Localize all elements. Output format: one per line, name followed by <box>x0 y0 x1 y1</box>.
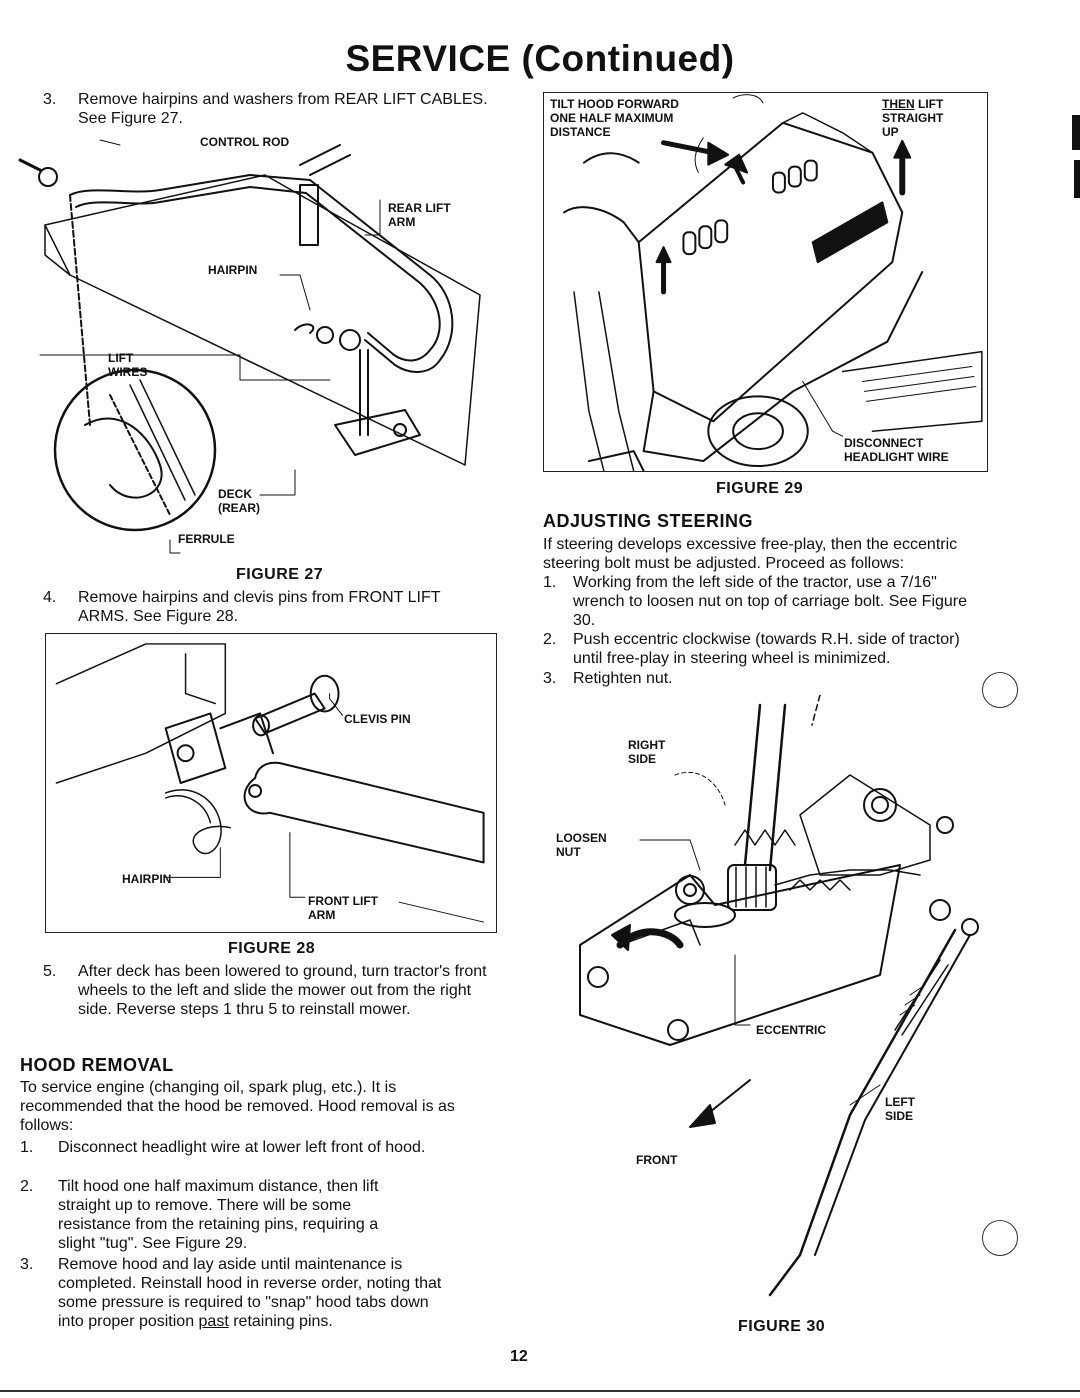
hood-removal-intro: To service engine (changing oil, spark p… <box>20 1079 455 1134</box>
figure-28-box: CLEVIS PIN HAIRPIN FRONT LIFT ARM <box>45 633 497 933</box>
scan-edge-mark <box>1074 160 1080 198</box>
page-number: 12 <box>510 1348 528 1365</box>
step-text: Remove hood and lay aside until maintena… <box>58 1255 458 1331</box>
figure-29-box: TILT HOOD FORWARD ONE HALF MAXIMUM DISTA… <box>543 92 988 472</box>
rear-lift-step-3: 3. Remove hairpins and washers from REAR… <box>43 90 493 130</box>
page-title: SERVICE (Continued) <box>345 38 735 79</box>
step-text: Remove hairpins and clevis pins from FRO… <box>78 589 441 625</box>
figure-28-caption: FIGURE 28 <box>228 940 316 957</box>
lift-straight-up: LIFT STRAIGHT UP <box>882 97 944 139</box>
step-text: Disconnect headlight wire at lower left … <box>58 1139 426 1156</box>
label-left-side: LEFT SIDE <box>885 1095 915 1123</box>
step-text: Retighten nut. <box>573 670 673 687</box>
front-lift-step-4: 4. Remove hairpins and clevis pins from … <box>43 588 493 628</box>
figure-30-illustration: RIGHT SIDE LOOSEN NUT ECCENTRIC LEFT SID… <box>550 695 1010 1310</box>
steering-step-1: 1. Working from the left side of the tra… <box>543 573 993 633</box>
label-ferrule: FERRULE <box>178 532 235 546</box>
figure-30-caption: FIGURE 30 <box>738 1318 826 1335</box>
label-control-rod: CONTROL ROD <box>200 135 290 149</box>
label-front-lift-arm: FRONT LIFT ARM <box>308 894 378 922</box>
adjusting-steering-intro: If steering develops excessive free-play… <box>543 536 958 572</box>
step-number: 1. <box>20 1139 34 1156</box>
label-clevis-pin: CLEVIS PIN <box>344 712 411 726</box>
scan-edge-mark <box>1072 115 1080 150</box>
hood-step-1: 1. Disconnect headlight wire at lower le… <box>20 1138 490 1178</box>
remove-mower-step-5: 5. After deck has been lowered to ground… <box>43 962 493 1040</box>
label-right-side: RIGHT SIDE <box>628 738 666 766</box>
hood-removal-heading: HOOD REMOVAL <box>20 1055 174 1075</box>
step-number: 1. <box>543 574 557 591</box>
step-number: 3. <box>43 91 57 108</box>
hood-removal-diagram <box>563 94 983 471</box>
figure-29-caption: FIGURE 29 <box>716 480 804 497</box>
binder-hole <box>982 1220 1018 1256</box>
underlined-word: past <box>198 1313 229 1330</box>
step-text: Working from the left side of the tracto… <box>573 574 968 629</box>
step-number: 2. <box>20 1178 34 1195</box>
label-eccentric: ECCENTRIC <box>756 1023 827 1037</box>
steering-step-2: 2. Push eccentric clockwise (towards R.H… <box>543 630 993 670</box>
step-number: 3. <box>543 670 557 687</box>
label-front: FRONT <box>636 1153 678 1167</box>
step-text-part: retaining pins. <box>228 1313 333 1330</box>
adjusting-steering-heading: ADJUSTING STEERING <box>543 511 754 531</box>
label-tilt-hood-forward: TILT HOOD FORWARD ONE HALF MAXIMUM DISTA… <box>550 97 679 139</box>
hood-step-2: 2. Tilt hood one half maximum distance, … <box>20 1177 490 1255</box>
step-number: 4. <box>43 589 57 606</box>
label-lift-wires: LIFT WIRES <box>108 351 148 379</box>
label-disconnect-headlight-wire: DISCONNECT HEADLIGHT WIRE <box>844 436 949 464</box>
step-text: Tilt hood one half maximum distance, the… <box>58 1178 379 1252</box>
step-text-part: Remove hood and lay aside until maintena… <box>58 1256 442 1330</box>
label-deck-rear: DECK (REAR) <box>218 487 260 515</box>
step-number: 5. <box>43 963 57 980</box>
steering-step-3: 3. Retighten nut. <box>543 669 993 689</box>
steering-diagram <box>579 695 979 1297</box>
label-hairpin: HAIRPIN <box>122 872 172 886</box>
step-text: Remove hairpins and washers from REAR LI… <box>78 91 488 127</box>
figure-27-caption: FIGURE 27 <box>236 566 324 583</box>
then-word: THEN <box>882 97 915 111</box>
label-rear-lift-arm: REAR LIFT ARM <box>388 201 451 229</box>
step-number: 2. <box>543 631 557 648</box>
hood-step-3: 3. Remove hood and lay aside until maint… <box>20 1255 490 1355</box>
label-then-lift-straight-up: THEN LIFT STRAIGHT UP <box>882 97 943 139</box>
bottom-rule <box>0 1390 1080 1392</box>
label-hairpin: HAIRPIN <box>208 263 258 277</box>
step-number: 3. <box>20 1256 34 1273</box>
label-loosen-nut: LOOSEN NUT <box>556 831 607 859</box>
front-lift-diagram <box>55 643 485 923</box>
step-text: Push eccentric clockwise (towards R.H. s… <box>573 631 960 667</box>
step-text: After deck has been lowered to ground, t… <box>78 963 487 1018</box>
rear-lift-diagram <box>18 139 481 554</box>
figure-27-illustration: CONTROL ROD REAR LIFT ARM HAIRPIN LIFT W… <box>10 135 495 560</box>
binder-hole <box>982 672 1018 708</box>
